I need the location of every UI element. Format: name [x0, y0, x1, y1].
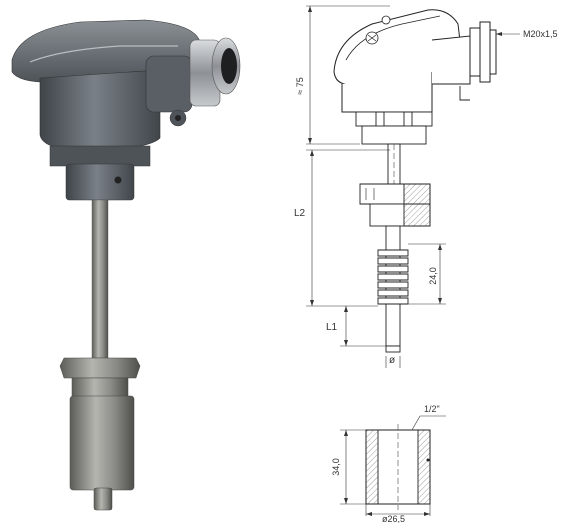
- label-sleeve-height: 34,0: [331, 458, 341, 476]
- drawing-head: [333, 9, 497, 145]
- label-sleeve-diameter: ø26,5: [382, 514, 405, 523]
- housing-neck: [49, 145, 151, 167]
- housing-base: [65, 163, 135, 201]
- label-spring-length: 24,0: [428, 267, 438, 285]
- label-thread: M20x1,5: [523, 29, 558, 39]
- housing-body: [39, 69, 161, 151]
- label-l1: L1: [326, 322, 338, 333]
- label-l2: L2: [294, 208, 306, 219]
- cable-gland: [189, 37, 241, 107]
- sleeve-wall-left: [365, 429, 379, 505]
- housing-boss: [145, 55, 193, 113]
- thread-sleeve: [69, 395, 135, 491]
- dimensional-drawing: ≈ 75 L2 L1 24,0 M20x1,5 ø: [294, 5, 558, 368]
- dimension-lines: [306, 5, 520, 368]
- label-head-height: ≈ 75: [295, 77, 305, 94]
- label-sleeve-thread: 1/2": [424, 404, 440, 414]
- product-photo: [11, 19, 241, 511]
- drawing-spring: [377, 249, 409, 305]
- hex-nut: [59, 357, 141, 379]
- sleeve-wall-right: [417, 429, 431, 505]
- drawing-fitting: [359, 183, 431, 227]
- probe-rod: [91, 199, 109, 359]
- screw-icon: [114, 176, 122, 184]
- label-diameter-symbol: ø: [389, 355, 395, 366]
- probe-tip: [93, 487, 113, 511]
- sleeve-drawing: 1/2" 34,0 ø26,5: [331, 404, 446, 523]
